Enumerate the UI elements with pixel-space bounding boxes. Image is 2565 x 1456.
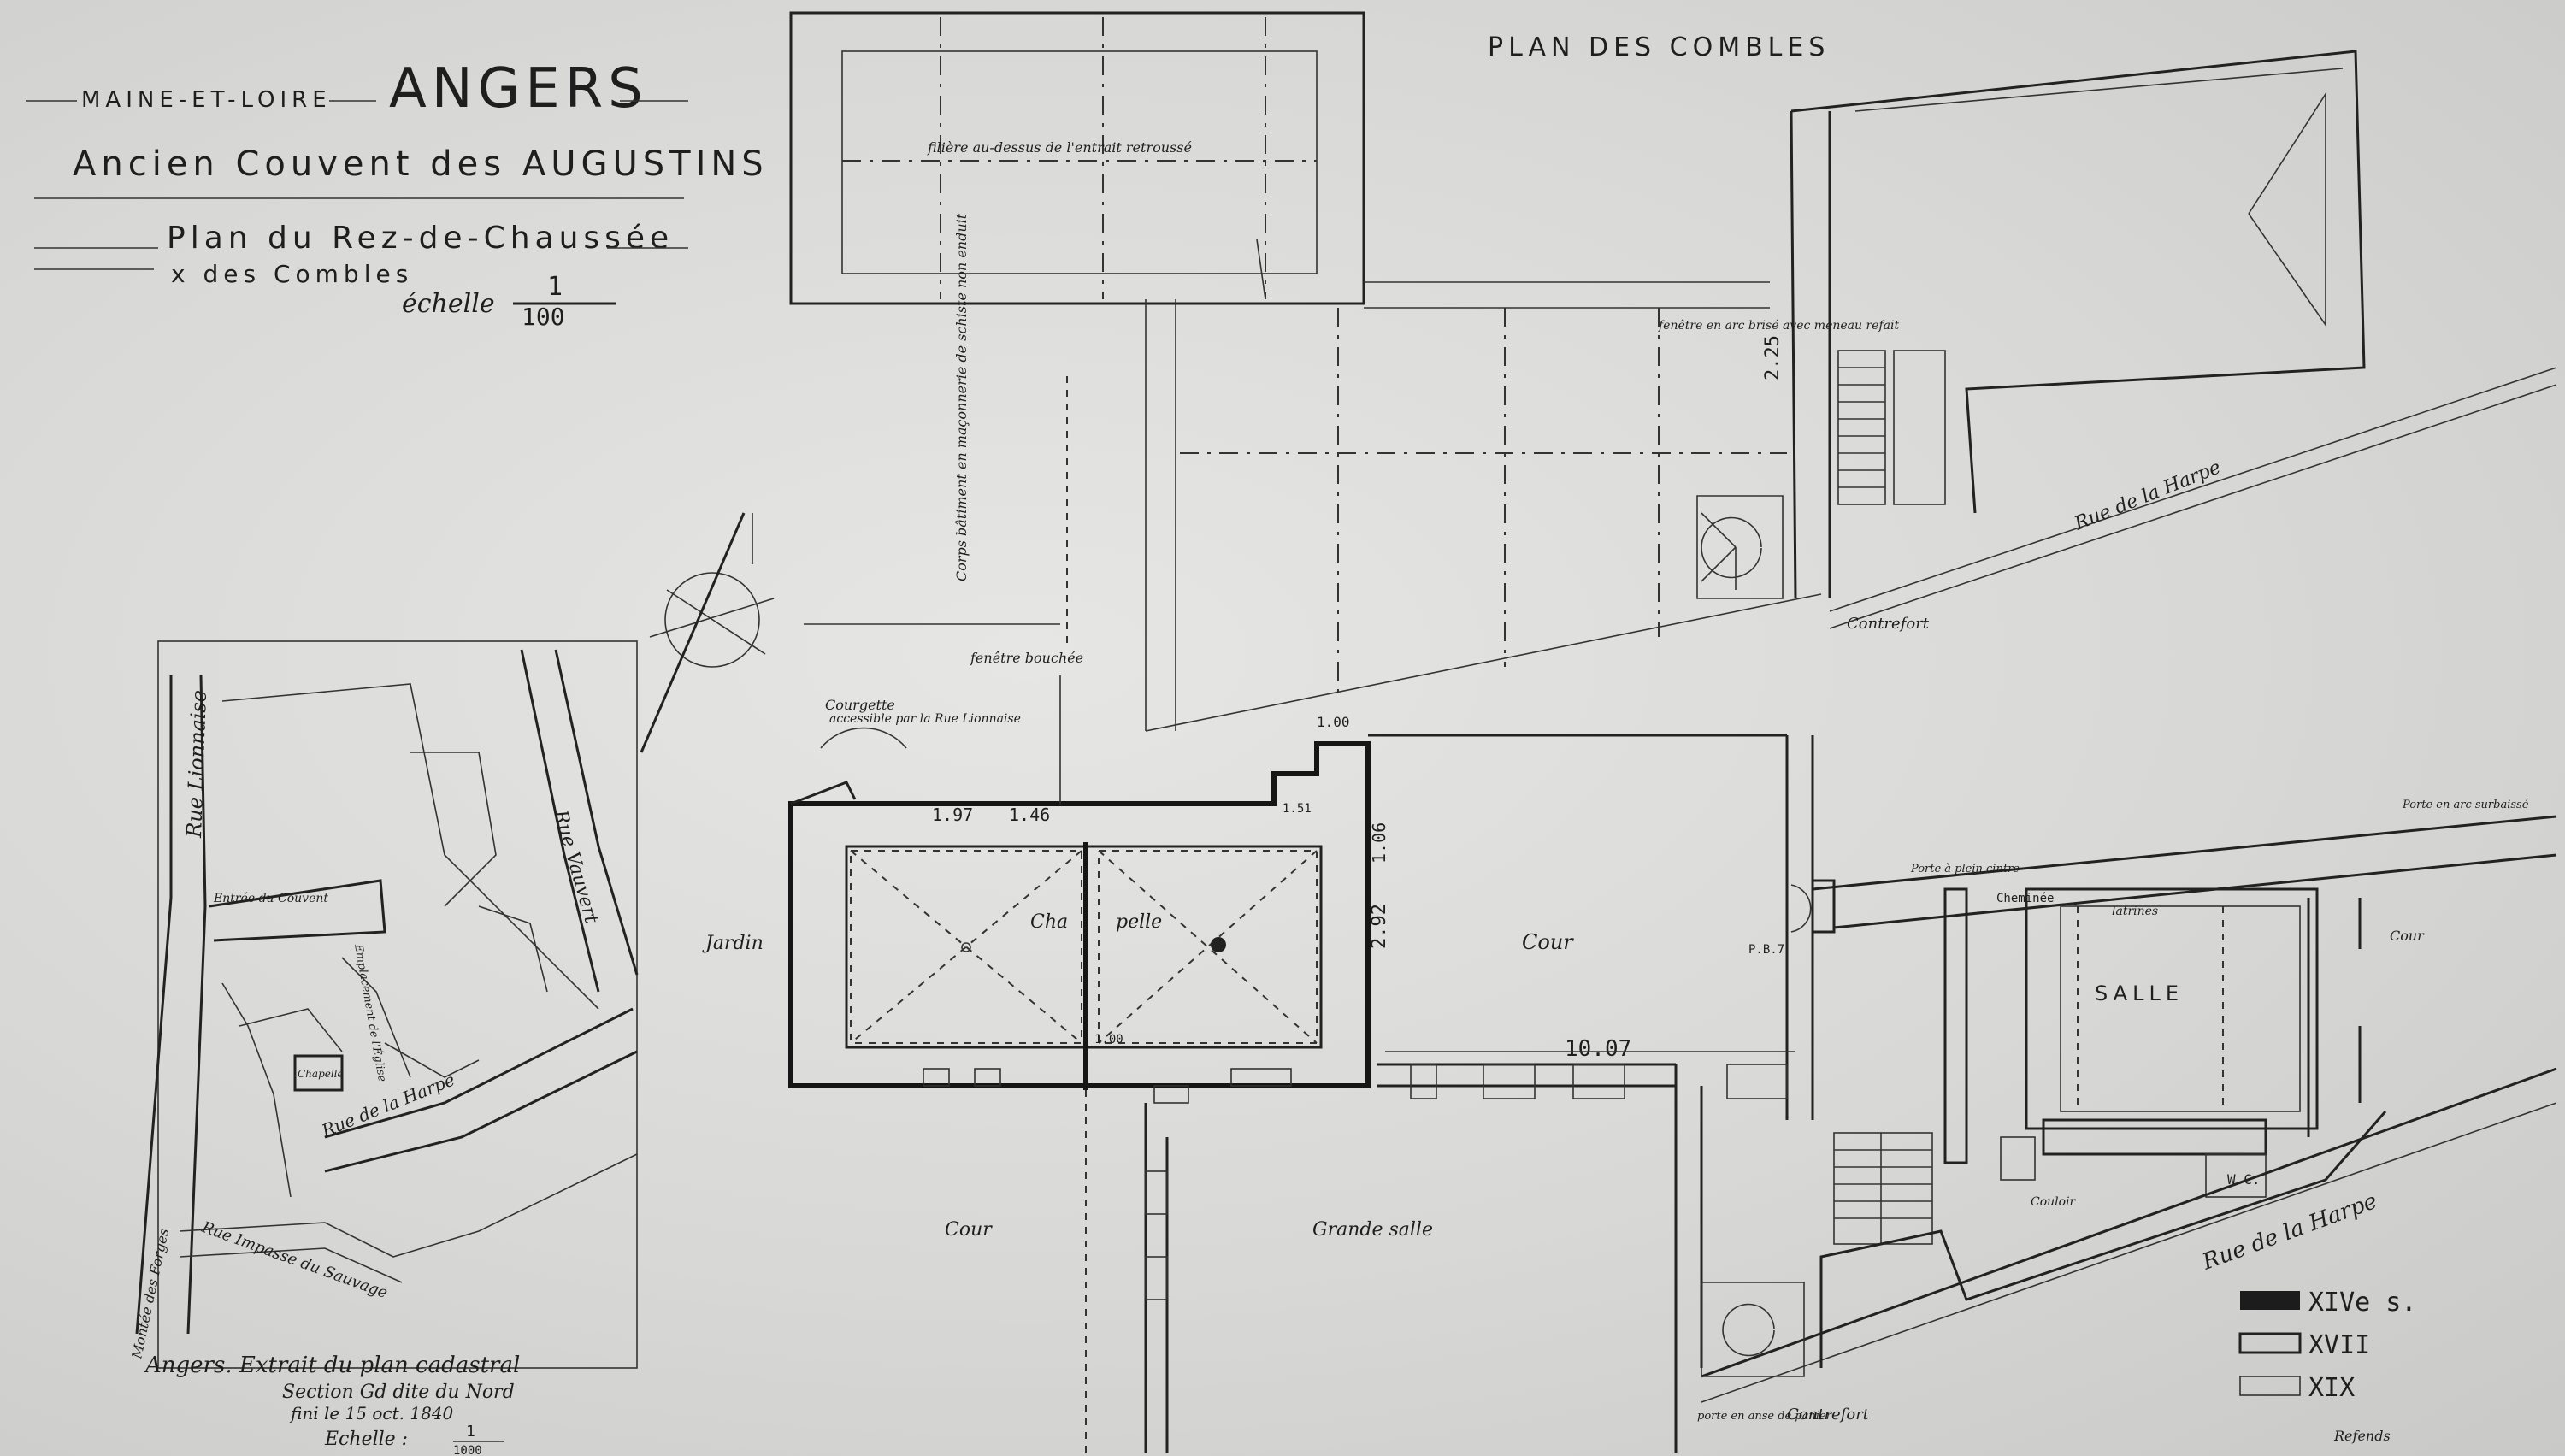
- plan-subtitle-label: x des Combles: [171, 260, 413, 288]
- rue-de-la-harpe-top: Rue de la Harpe: [2071, 457, 2224, 535]
- legend-item-xix: XIX: [2308, 1373, 2355, 1403]
- porte-arc-surbaisse-label: Porte en arc surbaissé: [2402, 799, 2529, 811]
- latrines-label: latrines: [2112, 905, 2158, 918]
- accessible-label: accessible par la Rue Lionnaise: [829, 712, 1021, 726]
- fenetre-meneau-label: fenêtre en arc brisé avec meneau refait: [1658, 319, 1899, 333]
- courgette-label: Courgette: [825, 697, 895, 713]
- grande-salle-label: Grande salle: [1312, 1219, 1433, 1241]
- attic-plan-title: PLAN DES COMBLES: [1488, 32, 1830, 62]
- pb-label: P.B.7: [1748, 943, 1784, 957]
- attic-beam-label: filière au-dessus de l'entrait retroussé: [927, 139, 1192, 156]
- chapelle-cadastral-label: Chapelle: [298, 1068, 344, 1080]
- cadastral-scale-num: 1: [466, 1423, 475, 1441]
- dim-1-97: 1.97: [932, 805, 973, 825]
- legend-item-xvii: XVII: [2308, 1330, 2370, 1360]
- cadastral-caption-2: Section Gd dite du Nord: [282, 1382, 515, 1403]
- chapelle-label-right: pelle: [1116, 911, 1162, 933]
- cheminee-label: Cheminée: [1996, 892, 2054, 905]
- rue-lionnaise-label: Rue Lionnaise: [182, 689, 211, 839]
- department-label: MAINE-ET-LOIRE: [81, 87, 332, 113]
- rue-impasse-label: Rue Impasse du Sauvage: [198, 1218, 390, 1303]
- refends-label: Refends: [2333, 1428, 2391, 1444]
- rue-de-la-harpe-bottom: Rue de la Harpe: [2198, 1188, 2380, 1276]
- scale-denominator: 100: [522, 303, 565, 331]
- cadastral-excerpt: Rue Lionnaise Rue Vauvert Rue de la Harp…: [128, 640, 639, 1456]
- building-label: Ancien Couvent des AUGUSTINS: [73, 144, 769, 184]
- attic-plan: filière au-dessus de l'entrait retroussé…: [789, 11, 2557, 732]
- jardin-label: Jardin: [702, 933, 764, 954]
- legend: XIVe s. XVII XIX: [2238, 1288, 2416, 1403]
- ground-floor-plan: Cha pelle 1.97 1.46 1.00 Jardin Courgett…: [640, 512, 2557, 1453]
- city-label: ANGERS: [389, 57, 648, 121]
- dim-1-00: 1.00: [1094, 1033, 1123, 1046]
- entree-couvent-label: Entrée du Couvent: [213, 892, 328, 905]
- contrefort-label-1: Contrefort: [1847, 615, 1930, 633]
- emplacement-eglise-label: Emplacement de l'Église: [351, 942, 389, 1083]
- cadastral-caption-3: fini le 15 oct. 1840: [289, 1403, 454, 1424]
- scale-numerator: 1: [547, 272, 563, 302]
- dim-1-51: 1.51: [1282, 802, 1312, 816]
- legend-item-xiv: XIVe s.: [2308, 1288, 2416, 1317]
- porte-anse-label: porte en anse de panier: [1697, 1410, 1832, 1423]
- dim-2-92: 2.92: [1369, 904, 1390, 949]
- dim-1-46: 1.46: [1009, 805, 1050, 825]
- cour-label-right: Cour: [2390, 928, 2425, 944]
- fenetre-bouchee-label: fenêtre bouchée: [970, 650, 1083, 666]
- dim-10-07: 10.07: [1565, 1036, 1631, 1062]
- dim-2-25: 2.25: [1762, 335, 1784, 380]
- corps-batiment-label: Corps bâtiment en maçonnerie de schiste …: [953, 213, 970, 581]
- cadastral-caption-1: Angers. Extrait du plan cadastral: [144, 1353, 520, 1378]
- cour-label-center: Cour: [1522, 930, 1574, 954]
- chapelle-label-left: Cha: [1030, 911, 1068, 933]
- plan-title-label: Plan du Rez-de-Chaussée: [167, 221, 674, 256]
- cour-label-bottom: Cour: [945, 1219, 993, 1241]
- contrefort-label-2: Contrefort: [1787, 1406, 1870, 1424]
- dim-1-00b: 1.00: [1317, 714, 1350, 730]
- porte-plein-cintre-label: Porte à plein cintre: [1910, 863, 2020, 875]
- dim-1-06: 1.06: [1369, 822, 1389, 864]
- salle-label: SALLE: [2095, 981, 2184, 1005]
- title-block: MAINE-ET-LOIRE ANGERS Ancien Couvent des…: [26, 57, 769, 331]
- couloir-label: Couloir: [2031, 1195, 2077, 1209]
- scale-label: échelle: [402, 289, 495, 319]
- rue-forges-label: Montée des Forges: [128, 1227, 172, 1361]
- cadastral-scale-label: Echelle :: [324, 1429, 408, 1450]
- cadastral-scale-den: 1000: [453, 1444, 482, 1456]
